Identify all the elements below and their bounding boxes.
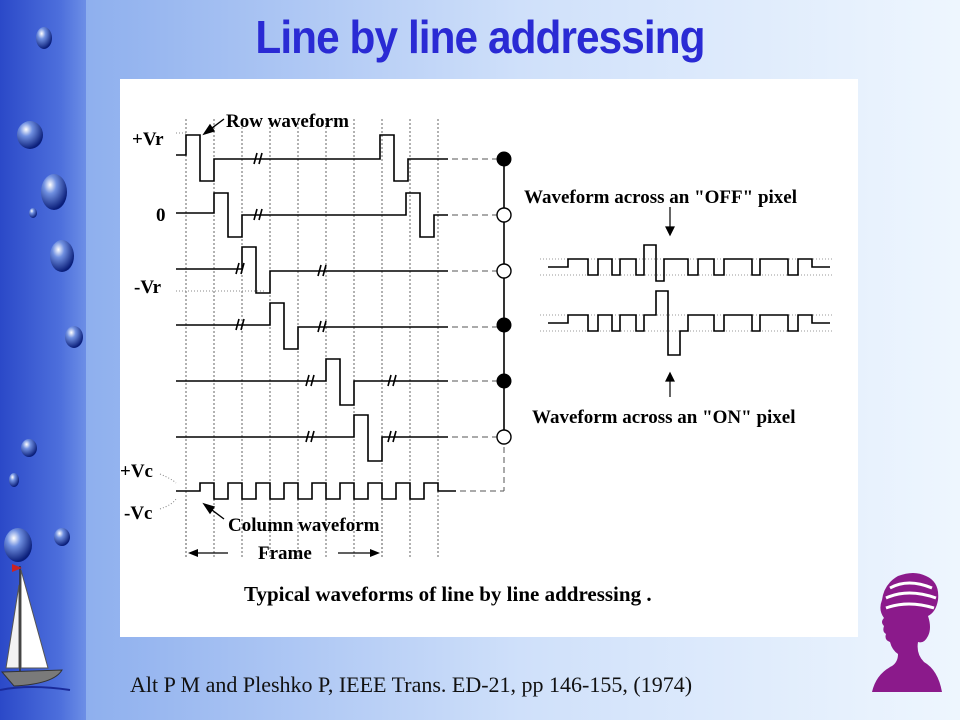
diagram-panel: +Vr 0 -Vr +Vc -Vc Row waveform Column wa… [120, 79, 858, 637]
diagram-caption: Typical waveforms of line by line addres… [244, 582, 652, 606]
break-marks [235, 152, 397, 443]
label-zero: 0 [156, 205, 166, 226]
pixel-on [496, 373, 512, 389]
drop-icon [36, 27, 52, 49]
slide-title: Line by line addressing [255, 11, 705, 63]
drop-icon [54, 528, 70, 546]
pixel-off [496, 263, 512, 279]
label-column-waveform: Column waveform [228, 515, 380, 536]
waveform-diagram: +Vr 0 -Vr +Vc -Vc Row waveform Column wa… [120, 111, 834, 606]
drop-icon [29, 208, 37, 218]
pixel-column [496, 151, 512, 445]
drop-icon [41, 174, 67, 210]
pixel-on [496, 317, 512, 333]
label-vr-minus: -Vr [134, 277, 162, 298]
column-waveform-line [176, 482, 456, 500]
row-waveform-arrow [202, 118, 225, 136]
drop-icon [65, 326, 83, 348]
label-vc-plus: +Vc [120, 461, 153, 482]
sailboat-icon [0, 564, 71, 691]
label-on-pixel: Waveform across an "ON" pixel [532, 407, 796, 428]
drop-icon [17, 121, 43, 149]
row-waveform [176, 246, 448, 294]
turbaned-profile-silhouette-icon [872, 573, 942, 692]
drop-icon [21, 439, 37, 457]
frame-indicator [185, 499, 383, 559]
pixel-arrows [665, 207, 675, 397]
row-waveform [176, 134, 448, 182]
pixel-connectors [452, 158, 505, 492]
off-pixel-waveform [540, 244, 834, 282]
column-waveform-arrow [202, 502, 225, 520]
level-references [176, 132, 266, 292]
vc-leaders [159, 473, 177, 510]
row-waveform [176, 192, 448, 238]
drop-icon [50, 240, 74, 272]
pixel-off [496, 429, 512, 445]
pixel-on [496, 151, 512, 167]
label-off-pixel: Waveform across an "OFF" pixel [524, 187, 797, 208]
row-waveform [176, 358, 448, 406]
row-waveforms [176, 134, 456, 500]
sidebar-decoration [0, 0, 86, 720]
label-row-waveform: Row waveform [226, 111, 349, 132]
on-pixel-waveform [540, 290, 834, 356]
label-vr-plus: +Vr [132, 129, 164, 150]
row-waveform [176, 414, 448, 462]
citation: Alt P M and Pleshko P, IEEE Trans. ED-21… [130, 672, 693, 697]
label-frame: Frame [258, 543, 312, 564]
pixel-off [496, 207, 512, 223]
row-waveform [176, 302, 448, 350]
drop-icon [4, 528, 32, 562]
drop-icon [9, 473, 19, 487]
water-drops-decoration [0, 27, 83, 691]
label-vc-minus: -Vc [124, 503, 152, 524]
